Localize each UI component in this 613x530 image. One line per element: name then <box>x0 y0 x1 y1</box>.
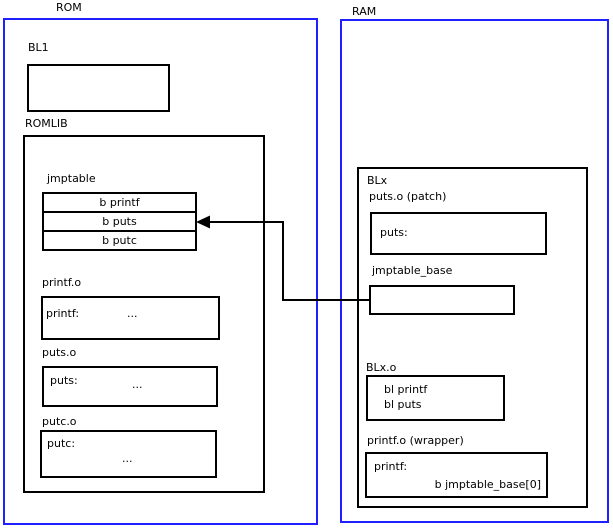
putc-o-label: putc.o <box>42 415 77 428</box>
puts-body-ellipsis: ... <box>132 378 143 391</box>
puts-patch-symbol: puts: <box>380 226 408 239</box>
rom-title: ROM <box>56 1 82 14</box>
printf-symbol: printf: <box>46 307 80 320</box>
blx-o-label: BLx.o <box>366 361 397 374</box>
blx-box <box>357 167 588 508</box>
jmptable-rows: b printf b puts b putc <box>42 192 197 251</box>
jmptable-base-box <box>369 285 515 315</box>
romlib-label: ROMLIB <box>25 117 68 130</box>
puts-symbol: puts: <box>50 374 78 387</box>
ram-title: RAM <box>352 5 377 18</box>
putc-body-ellipsis: ... <box>122 452 133 465</box>
printf-wrapper-box: printf: b jmptable_base[0] <box>365 452 548 498</box>
printf-wrapper-label: printf.o (wrapper) <box>367 434 464 447</box>
bl1-label: BL1 <box>28 41 49 54</box>
printf-o-box: printf: ... <box>41 296 220 340</box>
jmptable-row-putc: b putc <box>42 230 197 251</box>
printf-wrapper-body: b jmptable_base[0] <box>434 478 541 491</box>
printf-wrapper-symbol: printf: <box>374 460 408 473</box>
bl1-box <box>27 64 170 112</box>
putc-symbol: putc: <box>47 437 76 450</box>
puts-o-box: puts: ... <box>42 366 218 407</box>
putc-o-box: putc: ... <box>40 430 217 478</box>
jmptable-label: jmptable <box>47 172 96 185</box>
puts-patch-box: puts: <box>370 212 547 255</box>
jmptable-row-printf: b printf <box>42 192 197 213</box>
printf-o-label: printf.o <box>42 276 82 289</box>
puts-o-label: puts.o <box>42 346 77 359</box>
blx-o-box: bl printf bl puts <box>366 375 505 421</box>
printf-body-ellipsis: ... <box>127 307 138 320</box>
blx-label: BLx <box>367 174 388 187</box>
romlib-box <box>23 135 265 493</box>
jmptable-row-puts: b puts <box>42 211 197 232</box>
jmptable-base-label: jmptable_base <box>372 264 453 277</box>
puts-patch-label: puts.o (patch) <box>369 190 447 203</box>
